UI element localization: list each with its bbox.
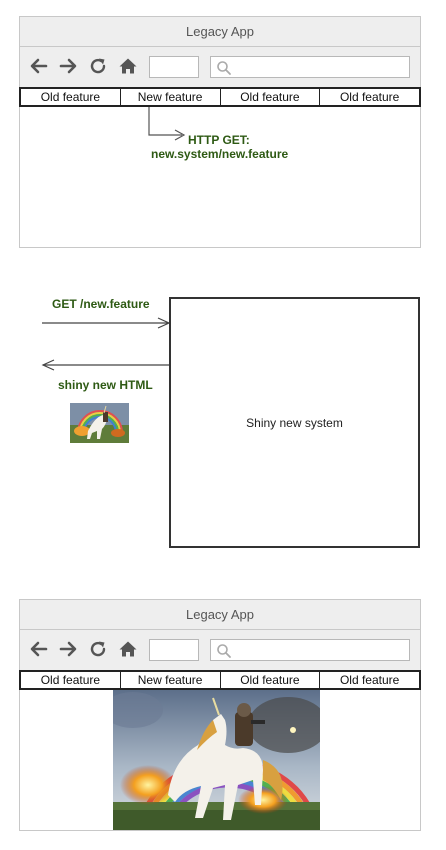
- new-system-box: Shiny new system: [169, 297, 420, 548]
- unicorn-cat-image: [113, 690, 320, 830]
- search-input[interactable]: [210, 639, 410, 661]
- request-annotation-line1: HTTP GET:: [188, 133, 250, 147]
- home-icon[interactable]: [116, 54, 140, 78]
- tab-old-feature[interactable]: Old feature: [221, 89, 321, 105]
- tab-old-feature[interactable]: Old feature: [339, 673, 400, 687]
- reload-icon[interactable]: [86, 54, 110, 78]
- search-icon: [217, 61, 231, 75]
- search-icon: [217, 644, 231, 658]
- response-arrow: [41, 359, 170, 371]
- response-label: shiny new HTML: [58, 378, 153, 392]
- request-annotation-line2: new.system/new.feature: [151, 147, 289, 161]
- tab-old-feature[interactable]: Old feature: [21, 672, 121, 688]
- tab-old-feature[interactable]: Old feature: [339, 90, 400, 104]
- feature-tab-bar: Old feature New feature Old feature Old …: [19, 87, 421, 107]
- back-arrow-icon[interactable]: [27, 54, 51, 78]
- unicorn-cat-thumbnail: [70, 403, 129, 443]
- forward-arrow-icon[interactable]: [56, 637, 80, 661]
- tab-old-feature[interactable]: Old feature: [221, 672, 321, 688]
- system-label: Shiny new system: [246, 415, 343, 430]
- request-connector-arrow: [148, 107, 186, 141]
- search-input[interactable]: [210, 56, 410, 78]
- tab-old-feature[interactable]: Old feature: [21, 89, 121, 105]
- forward-arrow-icon[interactable]: [56, 54, 80, 78]
- tab-new-feature[interactable]: New feature: [121, 89, 221, 105]
- address-bar[interactable]: [149, 56, 199, 78]
- address-bar[interactable]: [149, 639, 199, 661]
- feature-tab-bar: Old feature New feature Old feature Old …: [19, 670, 421, 690]
- browser-toolbar: [20, 630, 420, 671]
- browser-toolbar: [20, 47, 420, 88]
- reload-icon[interactable]: [86, 637, 110, 661]
- top-browser-window: Legacy App Old feature New feature Old f…: [19, 16, 421, 248]
- window-title: Legacy App: [20, 600, 420, 630]
- request-label: GET /new.feature: [52, 297, 150, 311]
- request-arrow: [42, 317, 171, 329]
- back-arrow-icon[interactable]: [27, 637, 51, 661]
- home-icon[interactable]: [116, 637, 140, 661]
- window-title: Legacy App: [20, 17, 420, 47]
- tab-new-feature[interactable]: New feature: [121, 672, 221, 688]
- bottom-browser-window: Legacy App Old feature New feature Old f…: [19, 599, 421, 831]
